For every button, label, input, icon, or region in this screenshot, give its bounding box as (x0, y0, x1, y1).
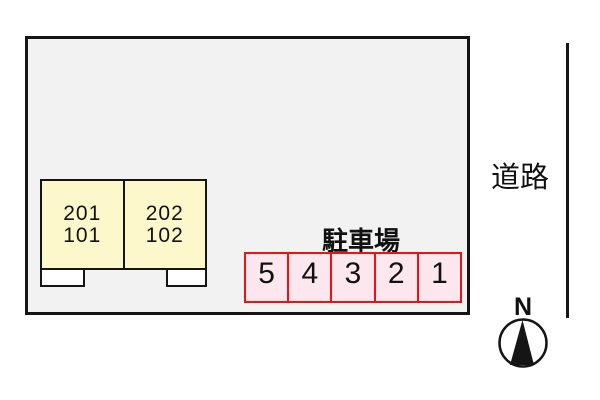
building-unit-right: 202 102 (125, 181, 206, 268)
unit-number-upper: 201 (63, 201, 102, 225)
building-porch-left (40, 268, 85, 287)
compass-icon (497, 317, 549, 369)
road-label: 道路 (490, 162, 549, 194)
compass-needle-icon (510, 320, 534, 365)
road-edge-line (566, 43, 569, 318)
parking-space-5: 5 (244, 252, 290, 303)
parking-row: 5 4 3 2 1 (244, 252, 463, 303)
parking-area-label: 駐車場 (321, 226, 400, 256)
unit-number-upper: 202 (145, 201, 184, 225)
compass-rose-graphic (498, 318, 548, 368)
parking-space-3: 3 (330, 252, 376, 303)
unit-number-lower: 102 (145, 223, 184, 247)
building-porch-right (166, 268, 207, 287)
building-unit-left: 201 101 (42, 181, 125, 268)
parking-space-2: 2 (373, 252, 419, 303)
unit-number-lower: 101 (63, 223, 102, 247)
parking-space-4: 4 (287, 252, 333, 303)
building: 201 101 202 102 (40, 179, 207, 270)
compass-north-label: N (513, 293, 533, 321)
parking-space-1: 1 (416, 252, 463, 303)
